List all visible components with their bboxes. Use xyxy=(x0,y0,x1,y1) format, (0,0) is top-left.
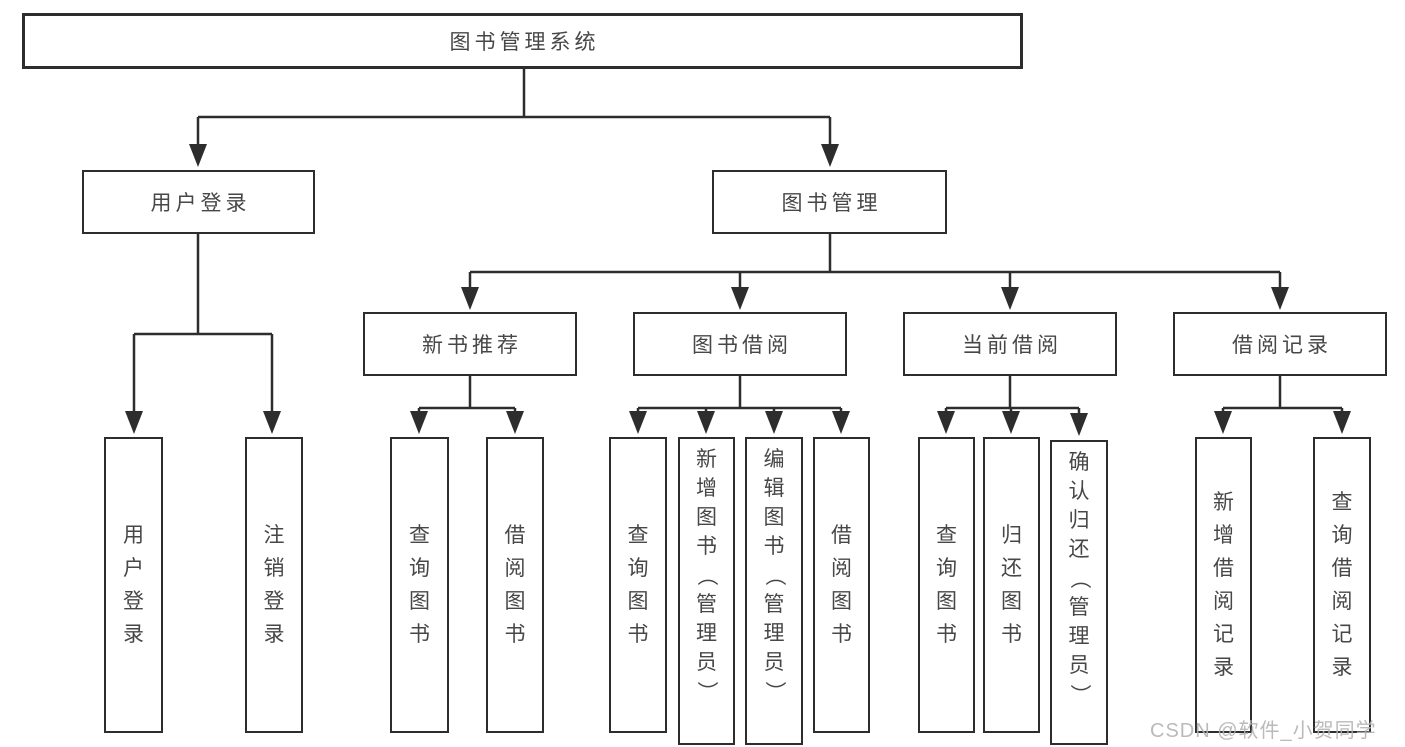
node-borrowing-records: 借阅记录 xyxy=(1173,312,1387,376)
leaf-confirm-return-admin: 确认归还（管理员） xyxy=(1050,440,1108,745)
node-label: 图书管理 xyxy=(781,192,882,215)
leaf-label: 查询图书 xyxy=(627,524,649,646)
leaf-query-books-recommend: 查询图书 xyxy=(390,437,449,733)
node-user-login: 用户登录 xyxy=(82,170,315,234)
leaf-label: 确认归还（管理员） xyxy=(1067,451,1091,705)
node-label: 当前借阅 xyxy=(962,334,1062,357)
leaf-add-borrow-record: 新增借阅记录 xyxy=(1195,437,1252,733)
leaf-label: 编辑图书（管理员） xyxy=(762,448,786,702)
leaf-add-books-admin: 新增图书（管理员） xyxy=(678,437,735,745)
leaf-return-books: 归还图书 xyxy=(983,437,1040,733)
leaf-query-books-current: 查询图书 xyxy=(918,437,975,733)
leaf-label: 新增借阅记录 xyxy=(1213,491,1234,679)
leaf-label: 用户登录 xyxy=(123,524,144,646)
leaf-label: 注销登录 xyxy=(263,524,285,646)
node-label: 图书管理系统 xyxy=(449,31,600,54)
leaf-label: 归还图书 xyxy=(1001,524,1022,646)
leaf-query-borrow-record: 查询借阅记录 xyxy=(1313,437,1371,733)
leaf-label: 查询借阅记录 xyxy=(1331,491,1353,679)
node-book-borrowing: 图书借阅 xyxy=(633,312,847,376)
leaf-borrow-books-recommend: 借阅图书 xyxy=(486,437,544,733)
node-label: 用户登录 xyxy=(150,192,251,215)
node-library-management-system: 图书管理系统 xyxy=(22,13,1023,69)
leaf-user-login: 用户登录 xyxy=(104,437,163,733)
csdn-watermark: CSDN @软件_小贺同学 xyxy=(1150,720,1377,742)
node-label: 图书借阅 xyxy=(692,334,792,357)
node-label: 借阅记录 xyxy=(1232,334,1332,357)
leaf-label: 查询图书 xyxy=(409,524,430,646)
leaf-label: 新增图书（管理员） xyxy=(695,448,718,702)
leaf-borrow-books: 借阅图书 xyxy=(813,437,870,733)
leaf-query-books-borrow: 查询图书 xyxy=(609,437,667,733)
node-current-borrowing: 当前借阅 xyxy=(903,312,1117,376)
node-new-book-recommendation: 新书推荐 xyxy=(363,312,577,376)
leaf-edit-books-admin: 编辑图书（管理员） xyxy=(745,437,803,745)
leaf-label: 借阅图书 xyxy=(831,524,852,646)
leaf-label: 借阅图书 xyxy=(504,524,526,646)
node-label: 新书推荐 xyxy=(422,334,522,357)
leaf-label: 查询图书 xyxy=(936,524,957,646)
node-book-management: 图书管理 xyxy=(712,170,947,234)
leaf-logout: 注销登录 xyxy=(245,437,303,733)
